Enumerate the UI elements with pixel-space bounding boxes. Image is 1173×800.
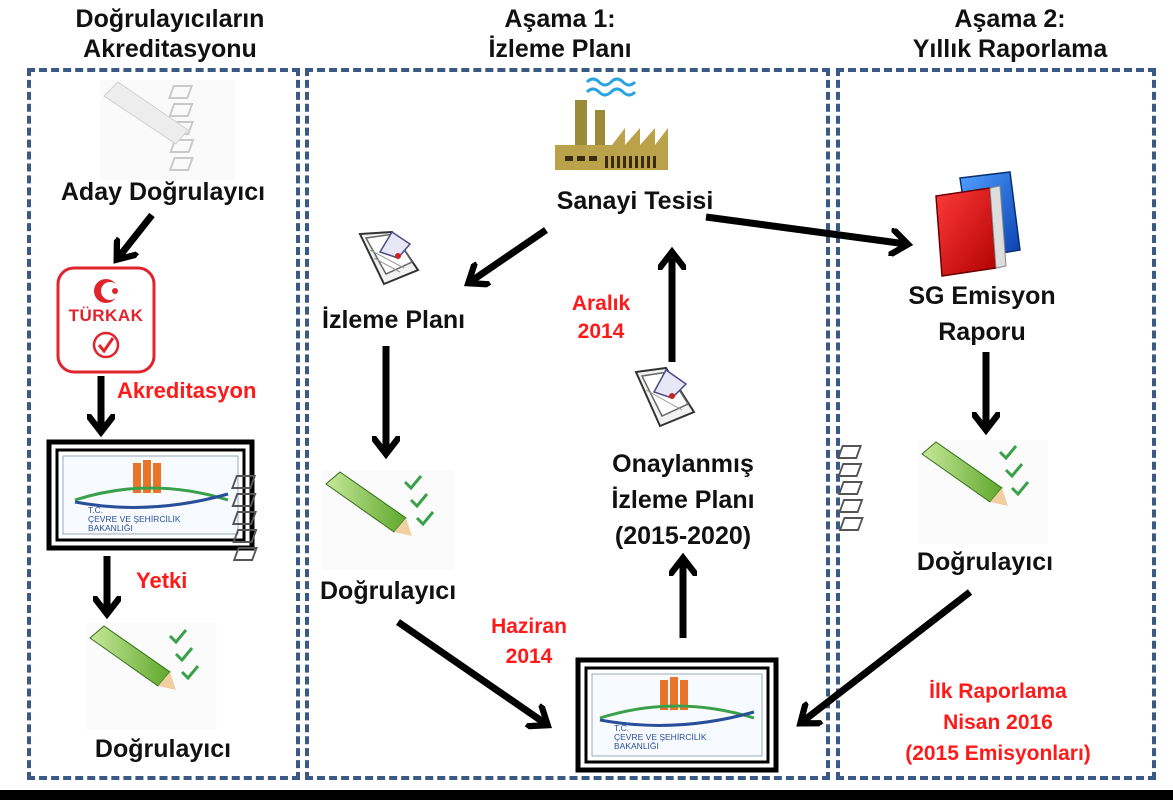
turkak-logo [56, 266, 156, 374]
label-approved-line1: Onaylanmış [612, 450, 754, 478]
ministry-logo-frame-col1 [46, 439, 255, 551]
label-monitoring-plan: İzleme Planı [322, 306, 466, 334]
arrow-candidate-to-turkak [118, 212, 155, 258]
label-first-reporting: İlk Raporlama Nisan 2016 (2015 Emisyonla… [848, 676, 1148, 769]
header-phase1-line1: Aşama 1: [504, 5, 616, 33]
checklist-icon-col3 [836, 440, 1048, 544]
label-first-reporting-line1: İlk Raporlama [929, 680, 1067, 703]
document-icon-approved [634, 366, 696, 428]
arrow-facility-to-report [705, 213, 906, 244]
label-approved-line3: (2015-2020) [614, 522, 752, 550]
arrow-verifier-to-ministry [396, 619, 546, 724]
label-december-year: 2014 [577, 320, 625, 343]
ministry-logo-line1: T.C. [614, 723, 630, 733]
faded-checklist-icon [100, 80, 235, 180]
label-approved-plan: Onaylanmış İzleme Planı (2015-2020) [588, 446, 778, 554]
label-first-reporting-line3: (2015 Emisyonları) [905, 742, 1091, 765]
label-december: Aralık [571, 292, 631, 315]
arrow-verifier-to-ministry-col2 [802, 589, 973, 722]
label-june-2014: Haziran 2014 [470, 612, 588, 672]
ministry-logo-line1: T.C. [88, 505, 104, 515]
ministry-logo-line3: BAKANLIĞI [614, 741, 659, 751]
panel-accreditation [27, 68, 300, 780]
factory-icon [555, 77, 668, 170]
bottom-bar [0, 790, 1173, 800]
label-emission-report-line1: SG Emisyon [908, 282, 1056, 310]
ministry-logo-line3: BAKANLIĞI [88, 523, 133, 533]
panel-annual-reporting [836, 68, 1156, 780]
label-verifier-col1: Doğrulayıcı [94, 735, 232, 763]
header-accreditation-line2: Akreditasyonu [83, 35, 257, 63]
label-june: Haziran [491, 615, 567, 638]
ministry-logo-line2: ÇEVRE VE ŞEHİRCİLİK [88, 514, 181, 524]
header-phase2: Aşama 2: Yıllık Raporlama [850, 4, 1170, 64]
label-december-2014: Aralık 2014 [560, 290, 642, 346]
label-verifier-col2: Doğrulayıcı [320, 577, 457, 605]
books-icon [935, 171, 1021, 277]
ministry-logo-line2: ÇEVRE VE ŞEHİRCİLİK [614, 732, 707, 742]
label-candidate-verifier: Aday Doğrulayıcı [60, 178, 266, 206]
label-verifier-col3: Doğrulayıcı [916, 548, 1054, 576]
checklist-icon-col2 [231, 470, 454, 570]
panel-monitoring-plan [305, 68, 830, 780]
header-phase2-line1: Aşama 2: [954, 5, 1066, 33]
header-phase1: Aşama 1: İzleme Planı [410, 4, 710, 64]
document-icon-plan [358, 230, 420, 286]
arrows [101, 212, 986, 724]
checklist-icon-col1 [86, 623, 217, 730]
header-phase1-line2: İzleme Planı [488, 35, 632, 63]
header-accreditation-line1: Doğrulayıcıların [75, 5, 265, 33]
ministry-logo-text-col2: T.C. ÇEVRE VE ŞEHİRCİLİK BAKANLIĞI [614, 724, 707, 751]
label-emission-report-line2: Raporu [938, 318, 1026, 346]
ministry-logo-text-col1: T.C. ÇEVRE VE ŞEHİRCİLİK BAKANLIĞI [88, 506, 181, 533]
label-accreditation: Akreditasyon [117, 378, 257, 403]
label-industrial-facility: Sanayi Tesisi [556, 187, 714, 215]
turkak-logo-text: TÜRKAK [68, 306, 144, 325]
header-accreditation: Doğrulayıcıların Akreditasyonu [20, 4, 320, 64]
label-approved-line2: İzleme Planı [611, 486, 755, 514]
label-first-reporting-line2: Nisan 2016 [943, 711, 1053, 734]
label-authorization: Yetki [136, 568, 188, 593]
label-june-year: 2014 [505, 645, 553, 668]
label-emission-report: SG Emisyon Raporu [882, 278, 1082, 350]
arrow-facility-to-plan [470, 227, 548, 282]
ministry-logo-frame-col2 [575, 657, 779, 773]
header-phase2-line2: Yıllık Raporlama [912, 35, 1108, 63]
